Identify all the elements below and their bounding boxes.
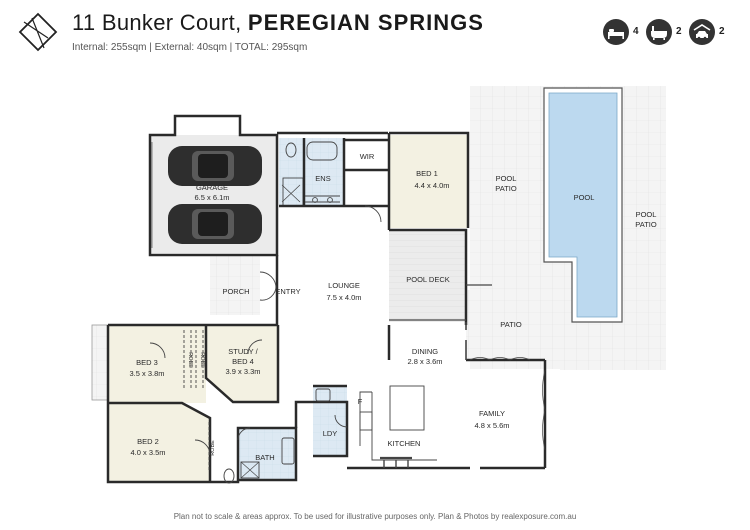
- logo-icon: [18, 12, 58, 52]
- pool-patio-right-label-2: PATIO: [635, 220, 657, 229]
- footer-disclaimer: Plan not to scale & areas approx. To be …: [173, 512, 577, 521]
- kitchen-label: KITCHEN: [388, 439, 421, 448]
- family-dims: 4.8 x 5.6m: [474, 421, 509, 430]
- address-street: 11 Bunker Court,: [72, 10, 242, 35]
- patio-label: PATIO: [500, 320, 522, 329]
- pool-area: [543, 87, 623, 323]
- pool-patio-right-label: POOL: [636, 210, 657, 219]
- bed1-dims: 4.4 x 4.0m: [414, 181, 449, 190]
- carspaces-count: 2: [719, 26, 725, 37]
- bed3-dims: 3.5 x 3.8m: [129, 369, 164, 378]
- porch-label: PORCH: [222, 287, 249, 296]
- study-label-2: BED 4: [232, 357, 254, 366]
- bed2-label: BED 2: [137, 437, 159, 446]
- pool-patio-left-label: POOL: [496, 174, 517, 183]
- study-dims: 3.9 x 3.3m: [225, 367, 260, 376]
- bed1-label: BED 1: [416, 169, 438, 178]
- lounge-label: LOUNGE: [328, 281, 360, 290]
- entry-label: ENTRY: [275, 287, 300, 296]
- fridge-label: F: [358, 397, 363, 406]
- ens-label: ENS: [315, 174, 330, 183]
- garage-label: GARAGE: [196, 183, 228, 192]
- dining-label: DINING: [412, 347, 438, 356]
- ldy-label: LDY: [323, 429, 338, 438]
- property-address: 11 Bunker Court, PEREGIAN SPRINGS: [72, 10, 484, 36]
- bath-icon: [646, 19, 672, 45]
- study-label: STUDY /: [228, 347, 258, 356]
- bed2-dims: 4.0 x 3.5m: [130, 448, 165, 457]
- bed3-label: BED 3: [136, 358, 158, 367]
- bed-icon: [603, 19, 629, 45]
- bathrooms-count: 2: [676, 26, 682, 37]
- garage-dims: 6.5 x 6.1m: [194, 193, 229, 202]
- bedrooms-count: 4: [633, 26, 639, 37]
- robe-bed2-label: ROBE: [210, 440, 216, 456]
- outdoor-paving: [91, 86, 666, 401]
- address-suburb: PEREGIAN SPRINGS: [247, 10, 484, 35]
- dining-dims: 2.8 x 3.6m: [407, 357, 442, 366]
- lounge-dims: 7.5 x 4.0m: [326, 293, 361, 302]
- pool-label: POOL: [574, 193, 595, 202]
- wir-label: WIR: [360, 152, 375, 161]
- car-icon: [689, 19, 715, 45]
- pool-deck-label: POOL DECK: [406, 275, 449, 284]
- fixtures: [149, 141, 546, 484]
- area-summary: Internal: 255sqm | External: 40sqm | TOT…: [72, 42, 308, 53]
- bath-label: BATH: [255, 453, 274, 462]
- robe-bed3-label: ROBE: [187, 352, 193, 368]
- pool-patio-left-label-2: PATIO: [495, 184, 517, 193]
- robe-study-label: ROBE: [199, 352, 205, 368]
- family-label: FAMILY: [479, 409, 505, 418]
- header: 11 Bunker Court, PEREGIAN SPRINGS Intern…: [0, 0, 750, 60]
- car-icon: [168, 146, 262, 244]
